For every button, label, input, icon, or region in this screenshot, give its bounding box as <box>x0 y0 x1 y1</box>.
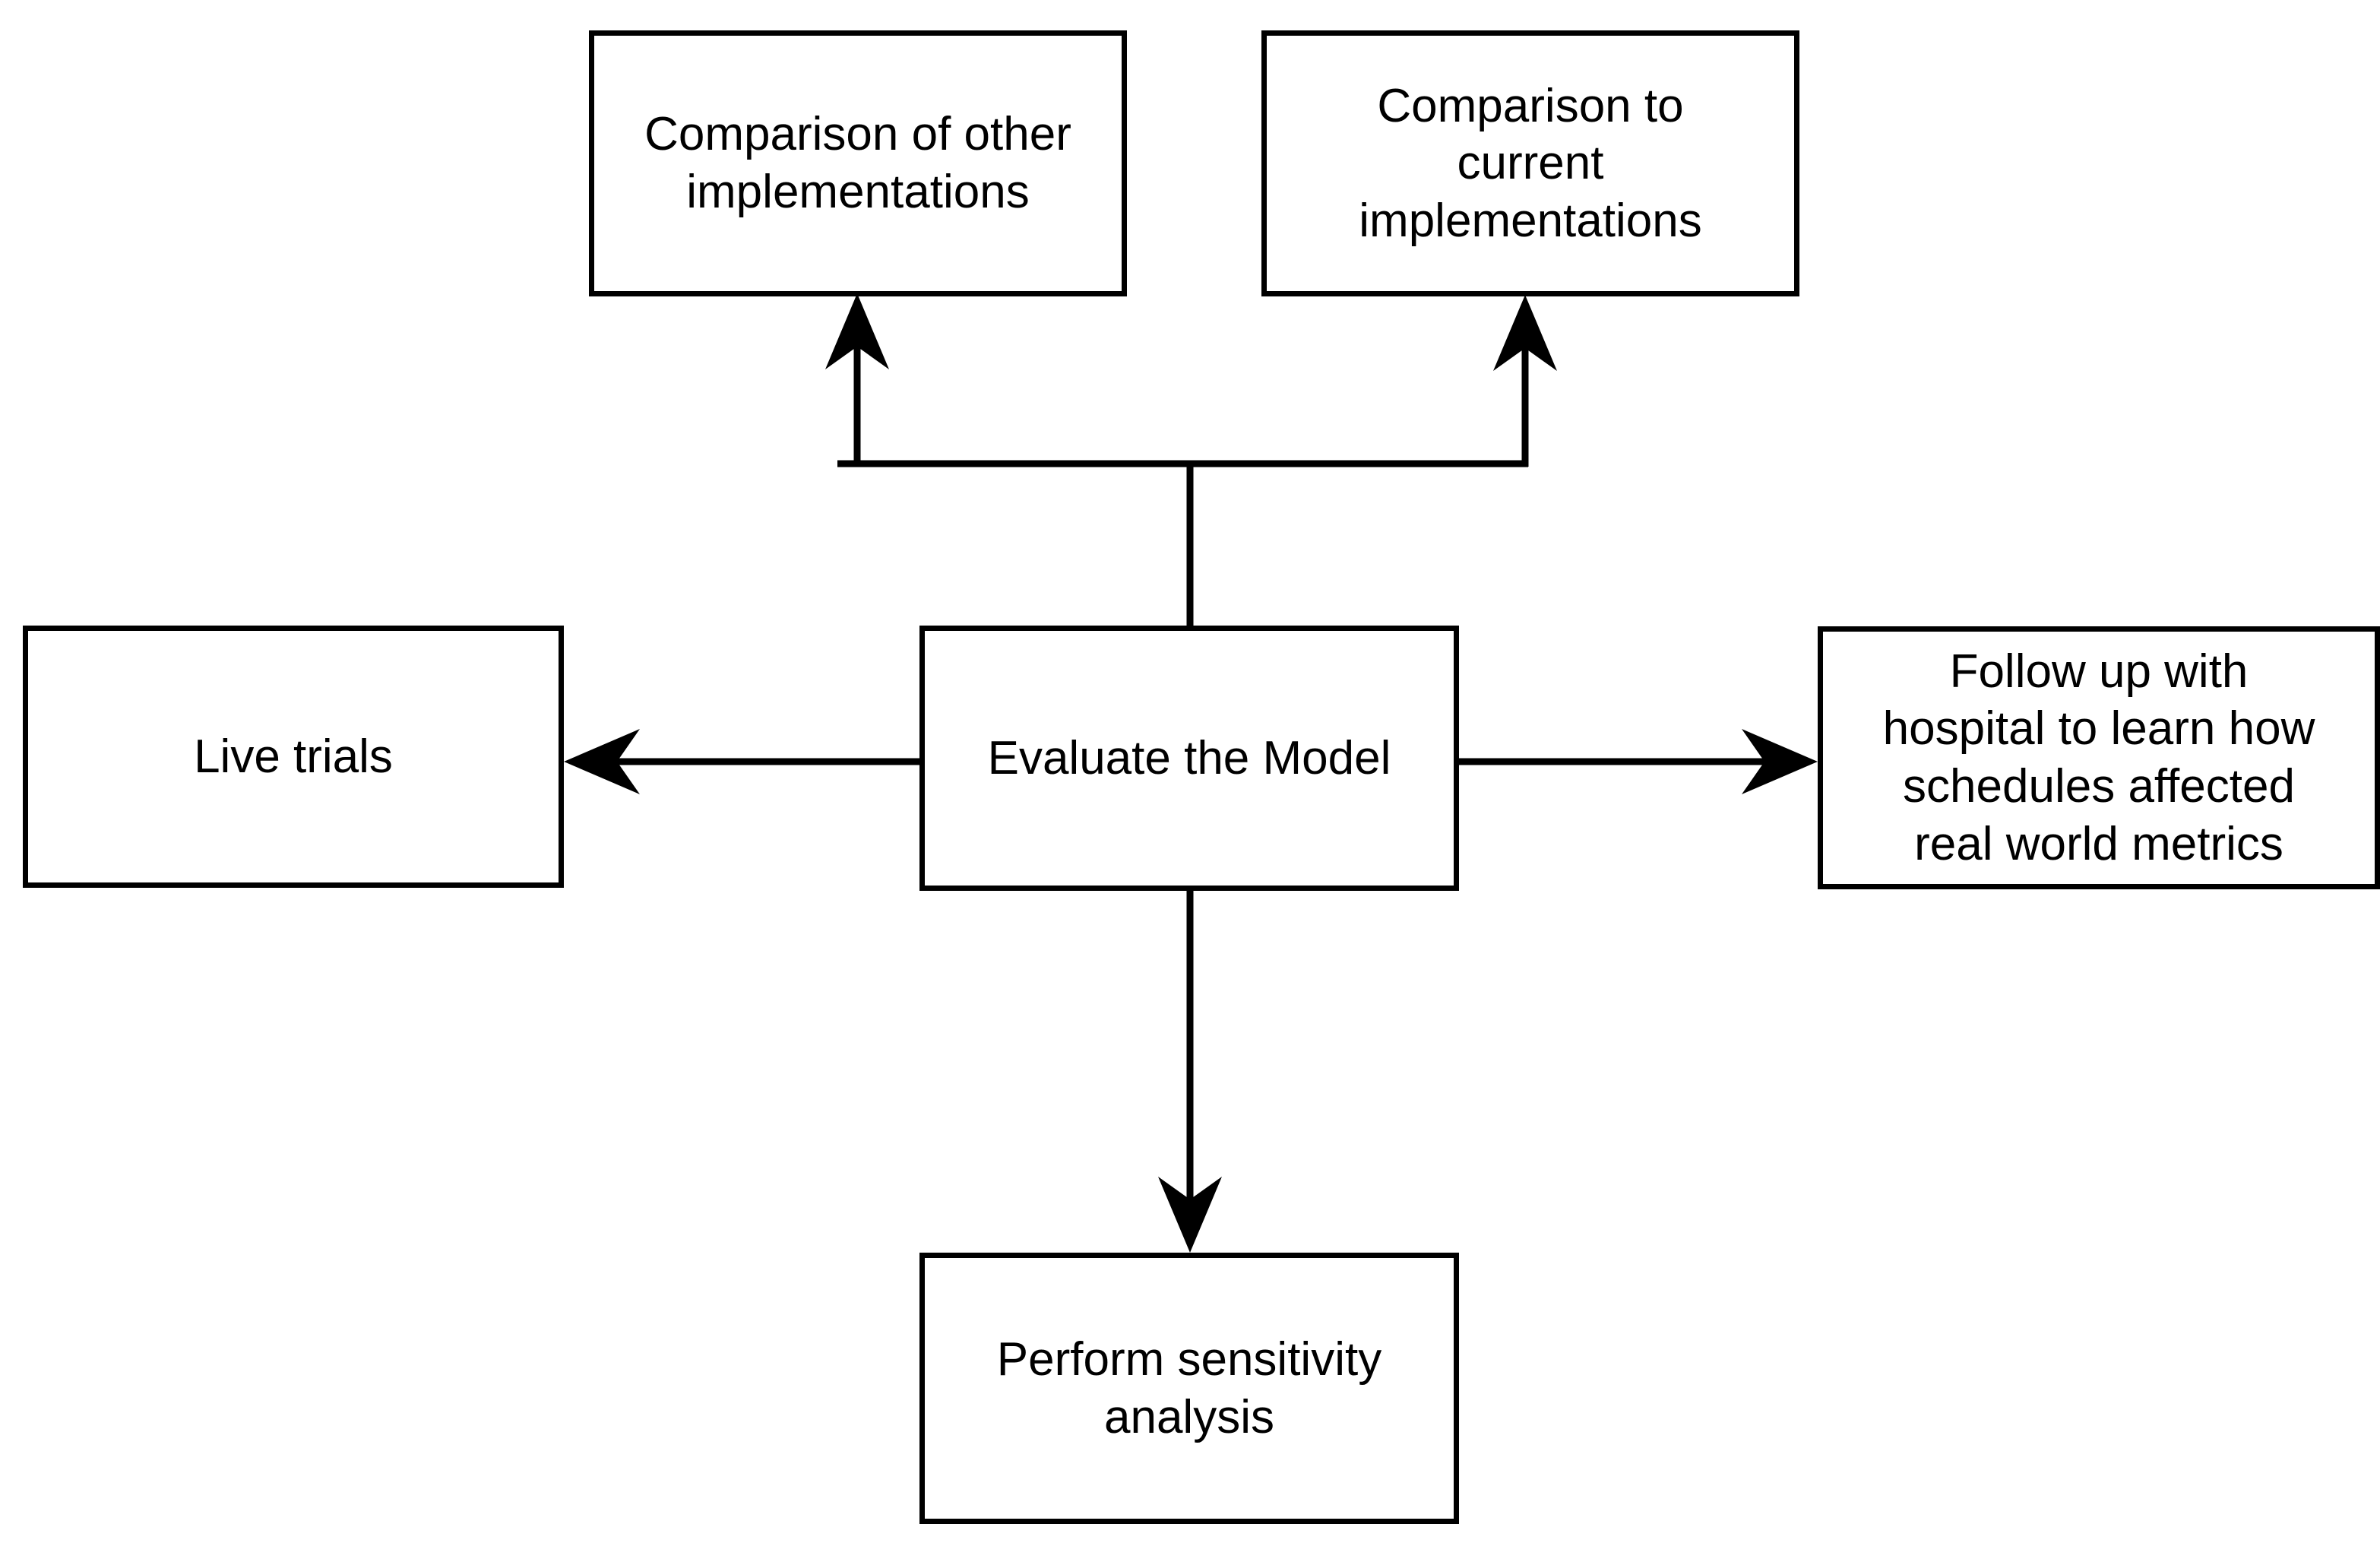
arrowhead-up-left <box>825 293 889 369</box>
node-label-follow-up-hospital: Follow up with hospital to learn how sch… <box>1882 645 2315 870</box>
node-comparison-other[interactable]: Comparison of other implementations <box>589 30 1127 296</box>
edge-evaluate-to-comparison-current <box>1187 295 1557 467</box>
edge-evaluate-to-sensitivity <box>1158 891 1222 1253</box>
node-label-evaluate-model: Evaluate the Model <box>987 731 1391 784</box>
node-label-sensitivity-analysis: Perform sensitivity analysis <box>996 1332 1382 1443</box>
node-live-trials[interactable]: Live trials <box>23 626 564 888</box>
edge-evaluate-to-follow-up <box>1459 729 1818 794</box>
node-comparison-current[interactable]: Comparison to current implementations <box>1261 30 1799 296</box>
node-sensitivity-analysis[interactable]: Perform sensitivity analysis <box>919 1253 1459 1524</box>
arrowhead-up-right <box>1493 295 1557 371</box>
arrowhead-down <box>1158 1177 1222 1253</box>
edge-evaluate-to-comparison-other <box>825 293 1194 626</box>
node-follow-up-hospital[interactable]: Follow up with hospital to learn how sch… <box>1818 626 2380 889</box>
arrowhead-left <box>564 729 640 794</box>
node-evaluate-model[interactable]: Evaluate the Model <box>919 626 1459 891</box>
node-label-comparison-current: Comparison to current implementations <box>1359 79 1702 247</box>
node-label-comparison-other: Comparison of other implementations <box>644 108 1071 218</box>
node-label-live-trials: Live trials <box>194 730 393 783</box>
arrowhead-right <box>1742 729 1818 794</box>
edge-evaluate-to-live-trials <box>564 729 919 794</box>
